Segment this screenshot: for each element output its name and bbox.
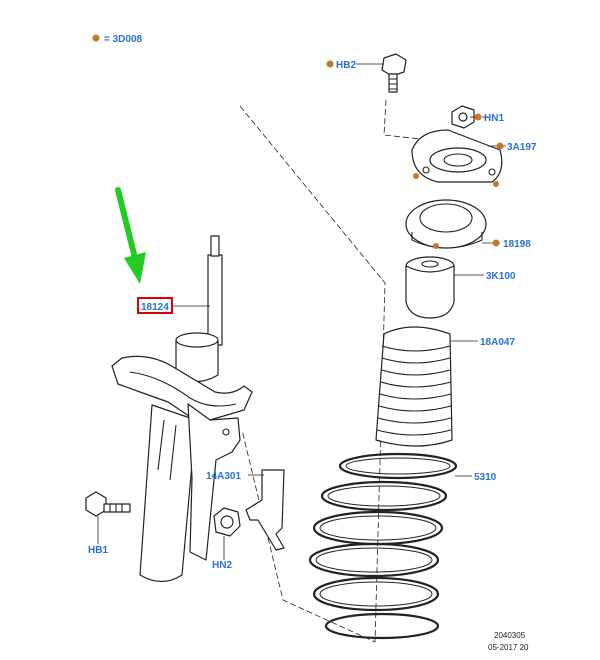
legend-text: = 3D008 — [104, 34, 143, 45]
footer-date: 05-2017 20 — [488, 643, 529, 652]
callout-hn1[interactable]: HN1 — [484, 113, 504, 124]
strut-assembly — [111, 235, 253, 583]
callout-3k100[interactable]: 3K100 — [486, 271, 516, 282]
callout-18124[interactable]: 18124 — [141, 302, 169, 313]
callout-hn2[interactable]: HN2 — [212, 560, 232, 571]
callout-hb1[interactable]: HB1 — [88, 545, 108, 556]
coil-spring — [308, 452, 458, 640]
callout-18198[interactable]: 18198 — [503, 239, 531, 250]
bolt-hb2 — [381, 53, 407, 93]
piston-rod — [207, 254, 223, 346]
callout-5310[interactable]: 5310 — [474, 472, 497, 483]
mount-dashed-bracket — [383, 99, 431, 141]
footer-code: 2040305 — [494, 631, 526, 640]
assembly-dashed-outline — [239, 105, 386, 643]
legend-marker-dot — [92, 34, 100, 42]
callout-hb2[interactable]: HB2 — [336, 60, 356, 71]
legend: = 3D008 — [92, 34, 143, 45]
callout-18a047[interactable]: 18A047 — [480, 337, 515, 348]
highlight-box-18124 — [137, 297, 173, 314]
rod-thread — [210, 235, 220, 257]
green-pointer-arrow — [115, 187, 146, 284]
strut-bearing — [405, 199, 487, 249]
callout-3a197[interactable]: 3A197 — [507, 142, 537, 153]
sensor-bracket — [245, 469, 285, 551]
strut-tube — [139, 404, 197, 583]
bolt-hb1 — [85, 491, 131, 517]
top-mount — [411, 129, 503, 183]
nut-hn1 — [451, 105, 475, 129]
knuckle-clamp — [187, 403, 241, 561]
dust-boot — [375, 326, 453, 447]
callout-markers — [326, 60, 504, 249]
bump-stop — [405, 256, 455, 319]
callout-14a301[interactable]: 14A301 — [206, 471, 241, 482]
nut-hn2 — [213, 507, 241, 537]
